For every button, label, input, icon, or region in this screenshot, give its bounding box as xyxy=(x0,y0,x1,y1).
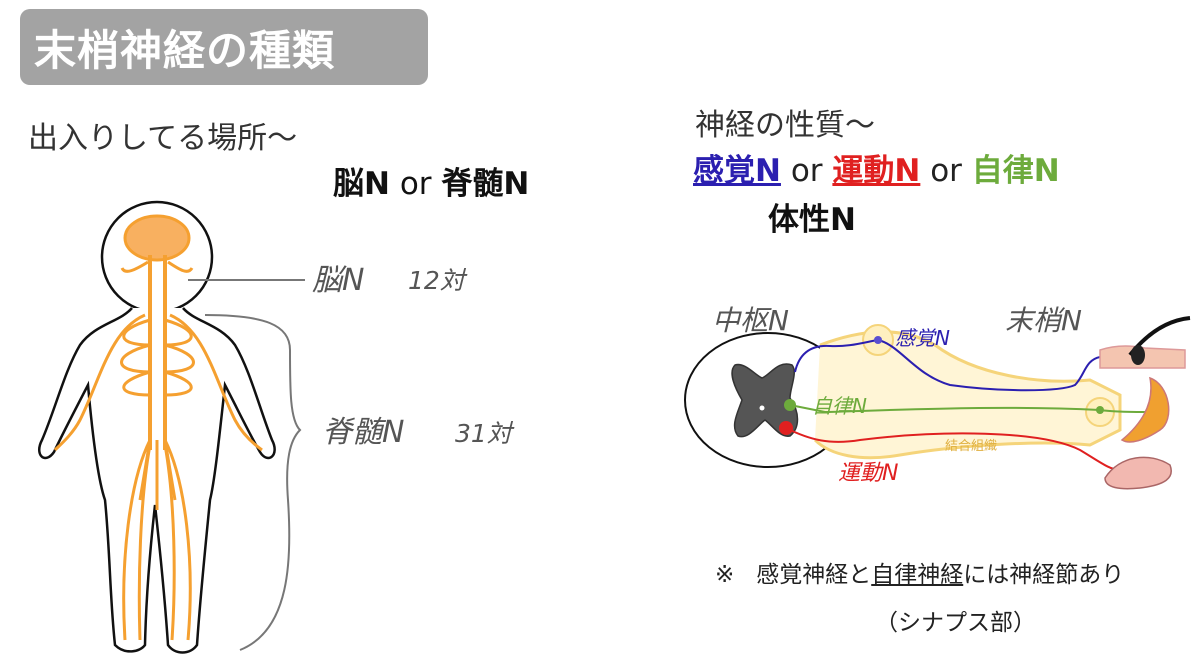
hair-root-icon xyxy=(1131,345,1145,365)
peripheral-nerve-figure xyxy=(684,316,1191,490)
ganglion-note: ※ 感覚神経と自律神経には神経節あり xyxy=(715,555,1124,589)
nerve-loop-1 xyxy=(122,318,193,347)
somatic-nerve-text: 体性N xyxy=(768,202,856,238)
muscle-icon xyxy=(1104,456,1172,490)
sensory-nerve-text: 感覚N xyxy=(693,153,781,189)
motor-figure-label: 運動N xyxy=(838,461,898,486)
peripheral-nerve-label: 末梢N xyxy=(1005,304,1082,337)
note-text-underlined: 自律神経 xyxy=(871,562,964,588)
connective-tissue-label: 結合組織 xyxy=(945,439,997,454)
gray-matter xyxy=(731,363,799,438)
sensory-nerve-path xyxy=(794,338,1101,392)
spinal-bracket xyxy=(204,314,302,651)
right-arm-nerve xyxy=(169,313,263,452)
autonomic-cell-body xyxy=(1096,406,1104,414)
or-text-2: or xyxy=(930,153,962,189)
brain-shape xyxy=(123,214,191,262)
note-text-a: 感覚神経と xyxy=(756,562,872,588)
sensory-cell-body xyxy=(874,336,882,344)
central-canal xyxy=(759,405,765,411)
nervous-system-drawing xyxy=(53,214,263,641)
title-banner: 末梢神経の種類 xyxy=(20,9,428,85)
gland-icon xyxy=(1120,376,1170,443)
or-text: or xyxy=(399,166,432,202)
nerve-loop-3 xyxy=(122,370,193,397)
spinal-nerve-label: 脊髄N xyxy=(322,415,404,450)
autonomic-nerve-path xyxy=(789,404,1146,414)
spinal-cord xyxy=(148,255,167,450)
page-title: 末梢神経の種類 xyxy=(34,26,336,75)
property-heading: 神経の性質〜 xyxy=(695,108,875,143)
autonomic-nerve-text: 自律N xyxy=(971,153,1060,189)
autonomic-figure-label: 自律N xyxy=(812,394,867,418)
brain-nerve-text: 脳N xyxy=(333,166,390,202)
cranial-nerves xyxy=(120,260,194,273)
motor-nerve-text: 運動N xyxy=(832,153,921,189)
brain-nerve-count: 12対 xyxy=(408,266,468,295)
or-text-1: or xyxy=(790,153,823,189)
spinal-nerve-text: 脊髄N xyxy=(441,166,530,202)
location-types: 脳N or 脊髄N xyxy=(333,158,529,203)
sensory-figure-label: 感覚N xyxy=(895,326,950,350)
note-text-b: には神経節あり xyxy=(963,562,1125,588)
motor-nerve-path xyxy=(785,427,1121,471)
spinal-nerve-count: 31対 xyxy=(455,419,515,448)
cauda-equina xyxy=(138,439,177,510)
left-arm-nerve xyxy=(53,313,146,452)
central-nerve-label: 中枢N xyxy=(712,304,789,337)
brain-nerve-label: 脳N xyxy=(312,263,364,298)
nerve-types-line: 感覚N or 運動N or 自律N xyxy=(693,145,1060,190)
location-heading: 出入りしてる場所〜 xyxy=(28,121,298,156)
connective-tissue-sheath xyxy=(813,330,1122,460)
synapse-note: （シナプス部） xyxy=(875,610,1036,636)
note-mark: ※ xyxy=(715,562,735,588)
nerve-loop-2 xyxy=(120,343,195,374)
